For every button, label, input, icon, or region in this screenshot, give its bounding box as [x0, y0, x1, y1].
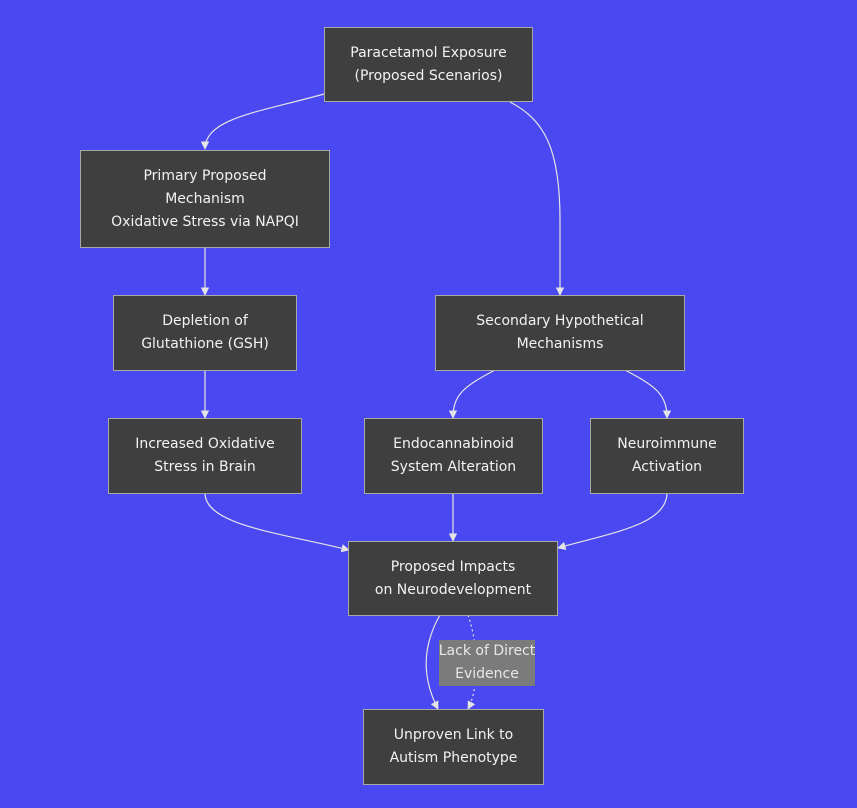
node-neuroimmune[interactable]: Neuroimmune Activation — [590, 418, 744, 494]
node-glutathione-depletion[interactable]: Depletion of Glutathione (GSH) — [113, 295, 297, 371]
node-primary-mechanism[interactable]: Primary Proposed Mechanism Oxidative Str… — [80, 150, 330, 248]
edge-secondary-to-neuroimmune — [624, 369, 672, 419]
node-oxidative-stress[interactable]: Increased Oxidative Stress in Brain — [108, 418, 302, 494]
node-secondary-mechanisms[interactable]: Secondary Hypothetical Mechanisms — [435, 295, 685, 371]
edge-exposure-to-primary — [200, 93, 325, 150]
node-paracetamol-exposure[interactable]: Paracetamol Exposure (Proposed Scenarios… — [324, 27, 533, 102]
edge-impacts-to-unproven-dotted — [467, 614, 477, 710]
node-neurodevelopment-impacts[interactable]: Proposed Impacts on Neurodevelopment — [348, 541, 558, 616]
edge-label-lack-of-evidence: Lack of Direct Evidence — [439, 640, 535, 686]
edge-secondary-to-endocannabinoid — [448, 369, 496, 419]
edge-oxidative-to-impacts — [204, 492, 350, 553]
edge-exposure-to-secondary — [509, 101, 565, 296]
edge-impacts-to-unproven-solid — [425, 614, 441, 710]
node-endocannabinoid[interactable]: Endocannabinoid System Alteration — [364, 418, 543, 494]
node-unproven-autism-link[interactable]: Unproven Link to Autism Phenotype — [363, 709, 544, 785]
edge-neuroimmune-to-impacts — [557, 492, 668, 550]
